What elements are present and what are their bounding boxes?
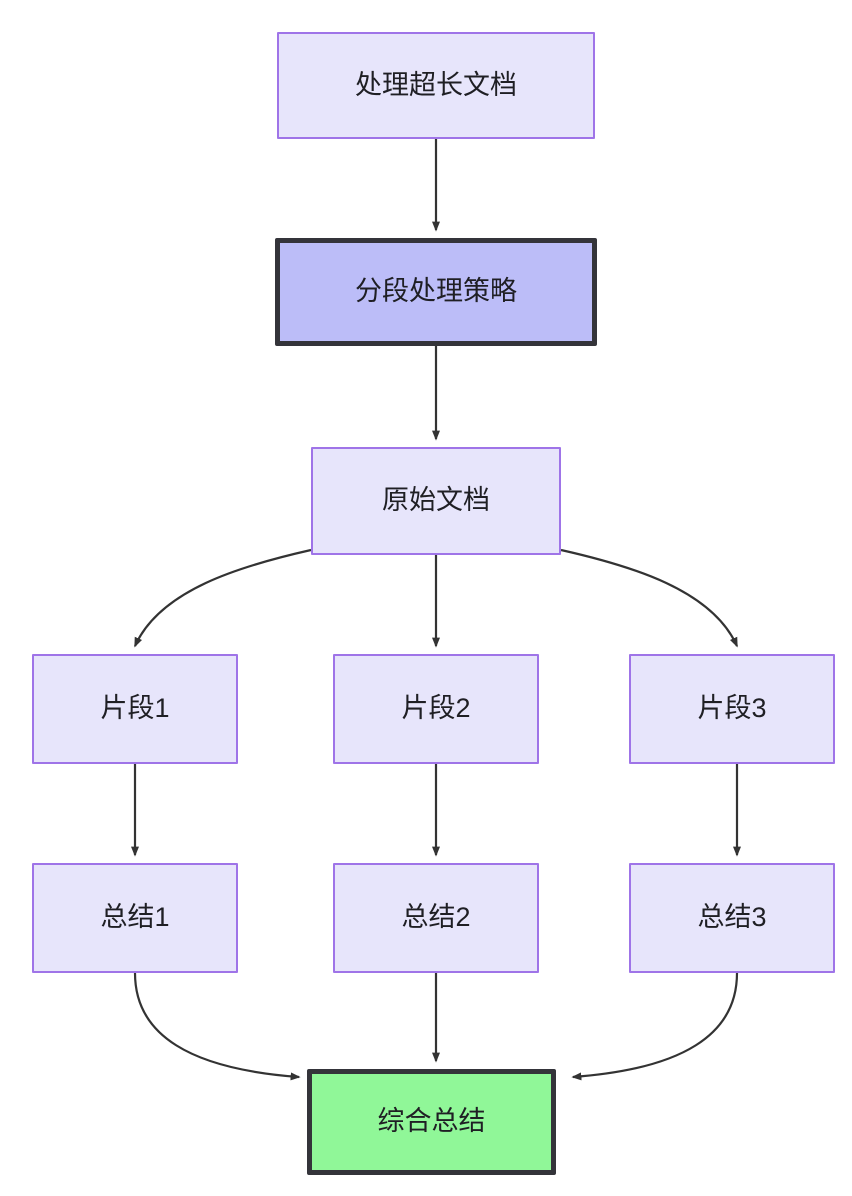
edge-source-doc-to-chunk-3 bbox=[560, 548, 739, 648]
node-long-doc-label: 处理超长文档 bbox=[355, 69, 517, 100]
node-chunk-3[interactable]: 片段3 bbox=[629, 654, 835, 764]
node-long-doc[interactable]: 处理超长文档 bbox=[277, 32, 595, 139]
node-summary-3[interactable]: 总结3 bbox=[629, 863, 835, 973]
node-strategy[interactable]: 分段处理策略 bbox=[275, 238, 597, 346]
node-chunk-3-label: 片段3 bbox=[697, 693, 767, 724]
edge-summary-1-to-final-summary bbox=[133, 972, 301, 1081]
node-chunk-2[interactable]: 片段2 bbox=[333, 654, 539, 764]
node-summary-1-label: 总结1 bbox=[100, 902, 170, 933]
node-final-summary-label: 综合总结 bbox=[377, 1106, 486, 1137]
node-chunk-1[interactable]: 片段1 bbox=[32, 654, 238, 764]
node-summary-1[interactable]: 总结1 bbox=[32, 863, 238, 973]
node-summary-3-label: 总结3 bbox=[697, 902, 767, 933]
node-summary-2[interactable]: 总结2 bbox=[333, 863, 539, 973]
node-source-doc[interactable]: 原始文档 bbox=[311, 447, 561, 555]
node-strategy-label: 分段处理策略 bbox=[355, 276, 517, 307]
node-final-summary[interactable]: 综合总结 bbox=[307, 1069, 556, 1175]
node-source-doc-label: 原始文档 bbox=[382, 485, 490, 516]
node-summary-2-label: 总结2 bbox=[401, 902, 471, 933]
node-chunk-1-label: 片段1 bbox=[100, 693, 170, 724]
edge-source-doc-to-chunk-1 bbox=[133, 548, 312, 648]
node-chunk-2-label: 片段2 bbox=[401, 693, 471, 724]
edge-summary-3-to-final-summary bbox=[571, 972, 739, 1081]
